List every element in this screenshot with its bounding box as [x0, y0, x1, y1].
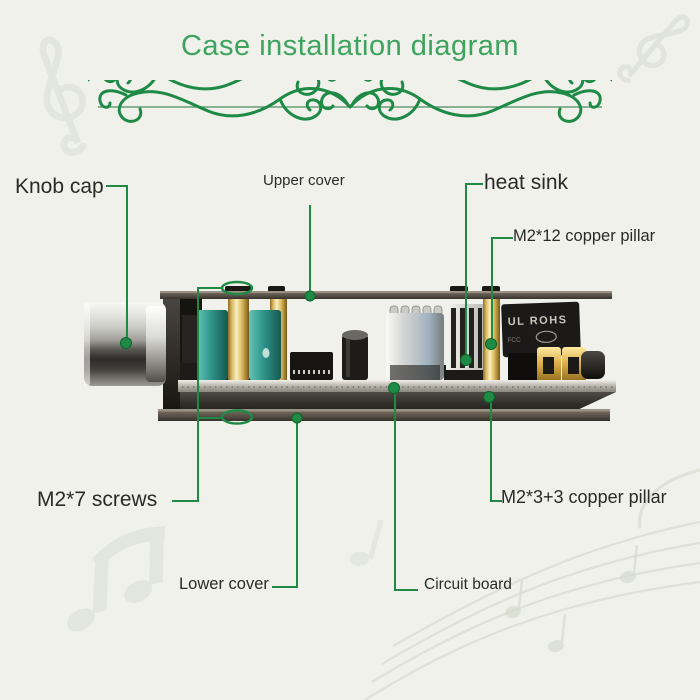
- leader-lower-cover: [272, 421, 298, 588]
- dot-knob-cap: [120, 337, 132, 349]
- silver-capacitor: [386, 305, 444, 380]
- leader-circuit-board: [394, 391, 418, 591]
- label-m2-3-3-pillar: M2*3+3 copper pillar: [501, 487, 667, 507]
- leader-m2-7: [172, 287, 221, 502]
- teal-capacitor: [249, 310, 281, 380]
- label-lower-cover: Lower cover: [179, 575, 269, 593]
- screw-highlight-ellipse-top: [220, 280, 254, 296]
- module-cert-text-2: FCC: [507, 337, 521, 344]
- leader-heat-sink: [465, 183, 483, 356]
- label-heat-sink: heat sink: [484, 171, 569, 194]
- label-knob-cap: Knob cap: [15, 175, 104, 198]
- certified-module: UL ROHS FCC: [501, 301, 581, 358]
- label-circuit-board: Circuit board: [424, 576, 512, 593]
- capacitor-highlight: [262, 348, 270, 358]
- leader-m2-12: [491, 237, 513, 340]
- upper-cover-bar: [160, 286, 612, 299]
- board-underside: [180, 392, 616, 412]
- amplifier-board-assembly: UL ROHS FCC: [84, 286, 616, 421]
- dot-m2-12: [485, 338, 497, 350]
- leader-m2-3-3: [490, 400, 502, 502]
- beamed-note-icon: [67, 526, 166, 632]
- staff-notes-icon: [505, 544, 639, 653]
- lower-cover-bar: [158, 409, 610, 421]
- screw-highlight-ellipse-bottom: [220, 409, 254, 425]
- label-m2-12-pillar: M2*12 copper pillar: [513, 227, 656, 245]
- dot-upper-cover: [304, 290, 316, 302]
- staff-lines-icon: [364, 468, 700, 700]
- teal-capacitor: [197, 310, 228, 380]
- gold-contacts: [537, 347, 586, 382]
- label-upper-cover: Upper cover: [263, 172, 345, 189]
- page-title: Case installation diagram: [180, 30, 520, 62]
- note-icon: [349, 519, 387, 566]
- dot-circuit-board: [388, 382, 400, 394]
- black-capacitor: [342, 330, 368, 380]
- dot-m2-3-3: [483, 391, 495, 403]
- audio-jack: [581, 351, 605, 379]
- label-m2-7-screws: M2*7 screws: [37, 488, 158, 511]
- dot-heat-sink: [460, 354, 472, 366]
- case-front-wall: [163, 299, 180, 411]
- cert-oval-logo: [535, 330, 557, 343]
- ic-chip: [290, 352, 333, 380]
- flourish-divider-icon: [88, 80, 612, 123]
- dot-lower-cover: [291, 412, 303, 424]
- module-cert-text: UL ROHS: [508, 314, 568, 328]
- leader-knob-cap: [106, 185, 128, 338]
